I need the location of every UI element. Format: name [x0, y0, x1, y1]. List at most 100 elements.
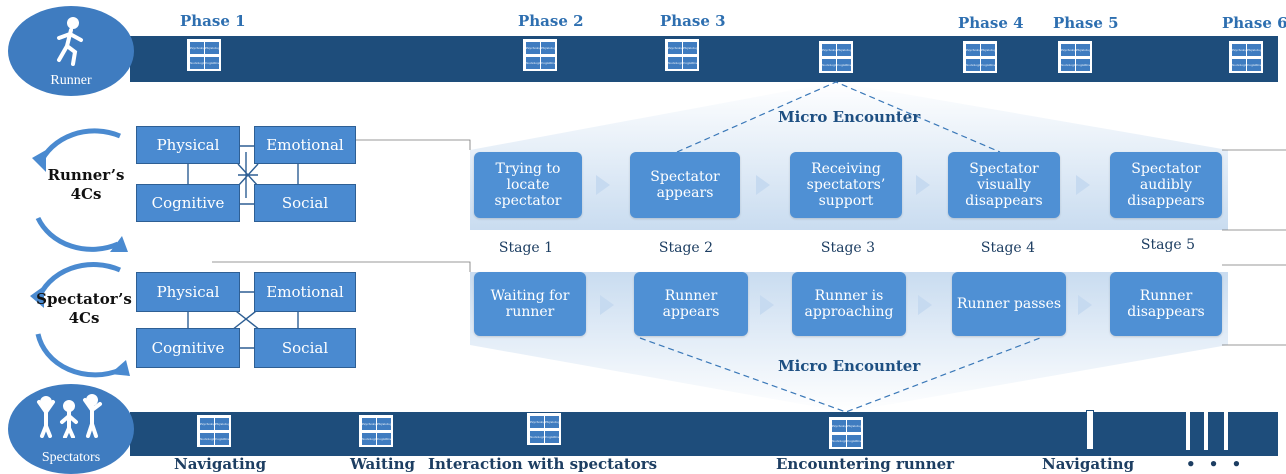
stage-arrow [918, 295, 932, 315]
phase-label-6: Phase 6 [1222, 14, 1286, 32]
grid-cell: Psychological [526, 42, 540, 54]
grid-cell: Cognitive [1247, 59, 1261, 71]
stage-arrow [916, 175, 930, 195]
timeline-gap [1204, 410, 1208, 450]
phase-grid: PsychologicalPhysiologicalSociologicalCo… [962, 40, 998, 74]
micro-encounter-label-bottom: Micro Encounter [778, 357, 921, 375]
grid-cell: Cognitive [847, 435, 861, 447]
grid-cell: Sociological [526, 57, 540, 69]
spectator-4cs-title-text: Spectator’s 4Cs [36, 290, 132, 327]
spectators-label: Spectators [41, 450, 101, 465]
runner-4c-cognitive: Cognitive [136, 184, 240, 222]
stage-arrow [596, 175, 610, 195]
grid-cell: Psychological [1061, 44, 1075, 56]
grid-cell: Sociological [1232, 59, 1246, 71]
runner-icon [57, 17, 83, 66]
grid-cell: Physiological [215, 418, 229, 430]
bottom-label-encountering: Encountering runner [776, 455, 955, 473]
grid-cell: Psychological [966, 44, 980, 56]
runner-stage-5: Spectator audibly disappears [1110, 152, 1222, 218]
runner-4cs-title-text: Runner’s 4Cs [47, 166, 125, 203]
grid-cell: Psychological [190, 42, 204, 54]
grid-cell: Sociological [190, 57, 204, 69]
grid-cell: Physiological [847, 420, 861, 432]
phase-grid: PsychologicalPhysiologicalSociologicalCo… [1228, 40, 1264, 74]
grid-cell: Cognitive [1076, 59, 1090, 71]
phase-grid: PsychologicalPhysiologicalSociologicalCo… [818, 40, 854, 74]
bottom-label-navigating: Navigating [174, 455, 267, 473]
grid-cell: Cognitive [205, 57, 219, 69]
grid-cell: Psychological [822, 44, 836, 56]
stage-number-2: Stage 2 [658, 240, 714, 256]
grid-cell: Physiological [205, 42, 219, 54]
grid-cell: Physiological [1076, 44, 1090, 56]
stage-number-1: Stage 1 [498, 240, 554, 256]
runner-actor: Runner [8, 6, 134, 96]
stage-number-4: Stage 4 [980, 240, 1036, 256]
runner-4c-social: Social [254, 184, 356, 222]
spectators-icon [37, 394, 102, 438]
grid-cell: Physiological [541, 42, 555, 54]
phase-grid: PsychologicalPhysiologicalSociologicalCo… [664, 38, 700, 72]
bottom-label-waiting: Waiting [350, 455, 415, 473]
spectator-stage-5: Runner disappears [1110, 272, 1222, 336]
grid-cell: Sociological [200, 433, 214, 445]
micro-encounter-label-top: Micro Encounter [778, 108, 921, 126]
runner-label: Runner [50, 73, 92, 88]
grid-cell: Physiological [683, 42, 697, 54]
grid-cell: Cognitive [545, 431, 559, 443]
grid-cell: Cognitive [981, 59, 995, 71]
spectator-4c-emotional: Emotional [254, 272, 356, 312]
runner-stage-2: Spectator appears [630, 152, 740, 218]
runner-4cs-title: Runner’s 4Cs [36, 166, 136, 204]
phase-grid: PsychologicalPhysiologicalSociologicalCo… [828, 416, 864, 450]
grid-cell: Physiological [1247, 44, 1261, 56]
runner-4c-emotional: Emotional [254, 126, 356, 164]
phase-label-2: Phase 2 [518, 12, 584, 30]
grid-cell: Sociological [966, 59, 980, 71]
spectator-stage-3: Runner is approaching [792, 272, 906, 336]
grid-cell: Sociological [668, 57, 682, 69]
runner-stage-4: Spectator visually disappears [948, 152, 1060, 218]
stage-arrow [1078, 295, 1092, 315]
phase-grid: PsychologicalPhysiologicalSociologicalCo… [526, 412, 562, 446]
phase-grid: PsychologicalPhysiologicalSociologicalCo… [196, 414, 232, 448]
phase-grid: PsychologicalPhysiologicalSociologicalCo… [1057, 40, 1093, 74]
timeline-gap [1086, 410, 1094, 450]
grid-cell: Sociological [832, 435, 846, 447]
grid-cell: Sociological [362, 433, 376, 445]
spectator-4c-cognitive: Cognitive [136, 328, 240, 368]
bottom-label-ellipsis: • • • [1186, 455, 1246, 473]
bottom-label-interaction: Interaction with spectators [428, 455, 658, 473]
spectator-stage-4: Runner passes [952, 272, 1066, 336]
stage-arrow [756, 175, 770, 195]
spectator-stage-1: Waiting for runner [474, 272, 586, 336]
grid-cell: Psychological [1232, 44, 1246, 56]
timeline-gap [1186, 410, 1190, 450]
stage-arrow [1076, 175, 1090, 195]
grid-cell: Physiological [377, 418, 391, 430]
spectator-4c-social: Social [254, 328, 356, 368]
phase-label-3: Phase 3 [660, 12, 726, 30]
grid-cell: Physiological [545, 416, 559, 428]
runner-stage-1: Trying to locate spectator [474, 152, 582, 218]
grid-cell: Cognitive [683, 57, 697, 69]
grid-cell: Cognitive [377, 433, 391, 445]
grid-cell: Psychological [362, 418, 376, 430]
grid-cell: Psychological [668, 42, 682, 54]
phase-grid: PsychologicalPhysiologicalSociologicalCo… [522, 38, 558, 72]
grid-cell: Cognitive [837, 59, 851, 71]
stage-arrow [600, 295, 614, 315]
grid-cell: Sociological [822, 59, 836, 71]
spectator-stage-2: Runner appears [634, 272, 748, 336]
phase-label-5: Phase 5 [1053, 14, 1119, 32]
grid-cell: Psychological [832, 420, 846, 432]
phase-label-4: Phase 4 [958, 14, 1024, 32]
stage-number-3: Stage 3 [820, 240, 876, 256]
grid-cell: Cognitive [215, 433, 229, 445]
runner-4c-physical: Physical [136, 126, 240, 164]
grid-cell: Sociological [530, 431, 544, 443]
spectators-actor: Spectators [8, 384, 134, 474]
